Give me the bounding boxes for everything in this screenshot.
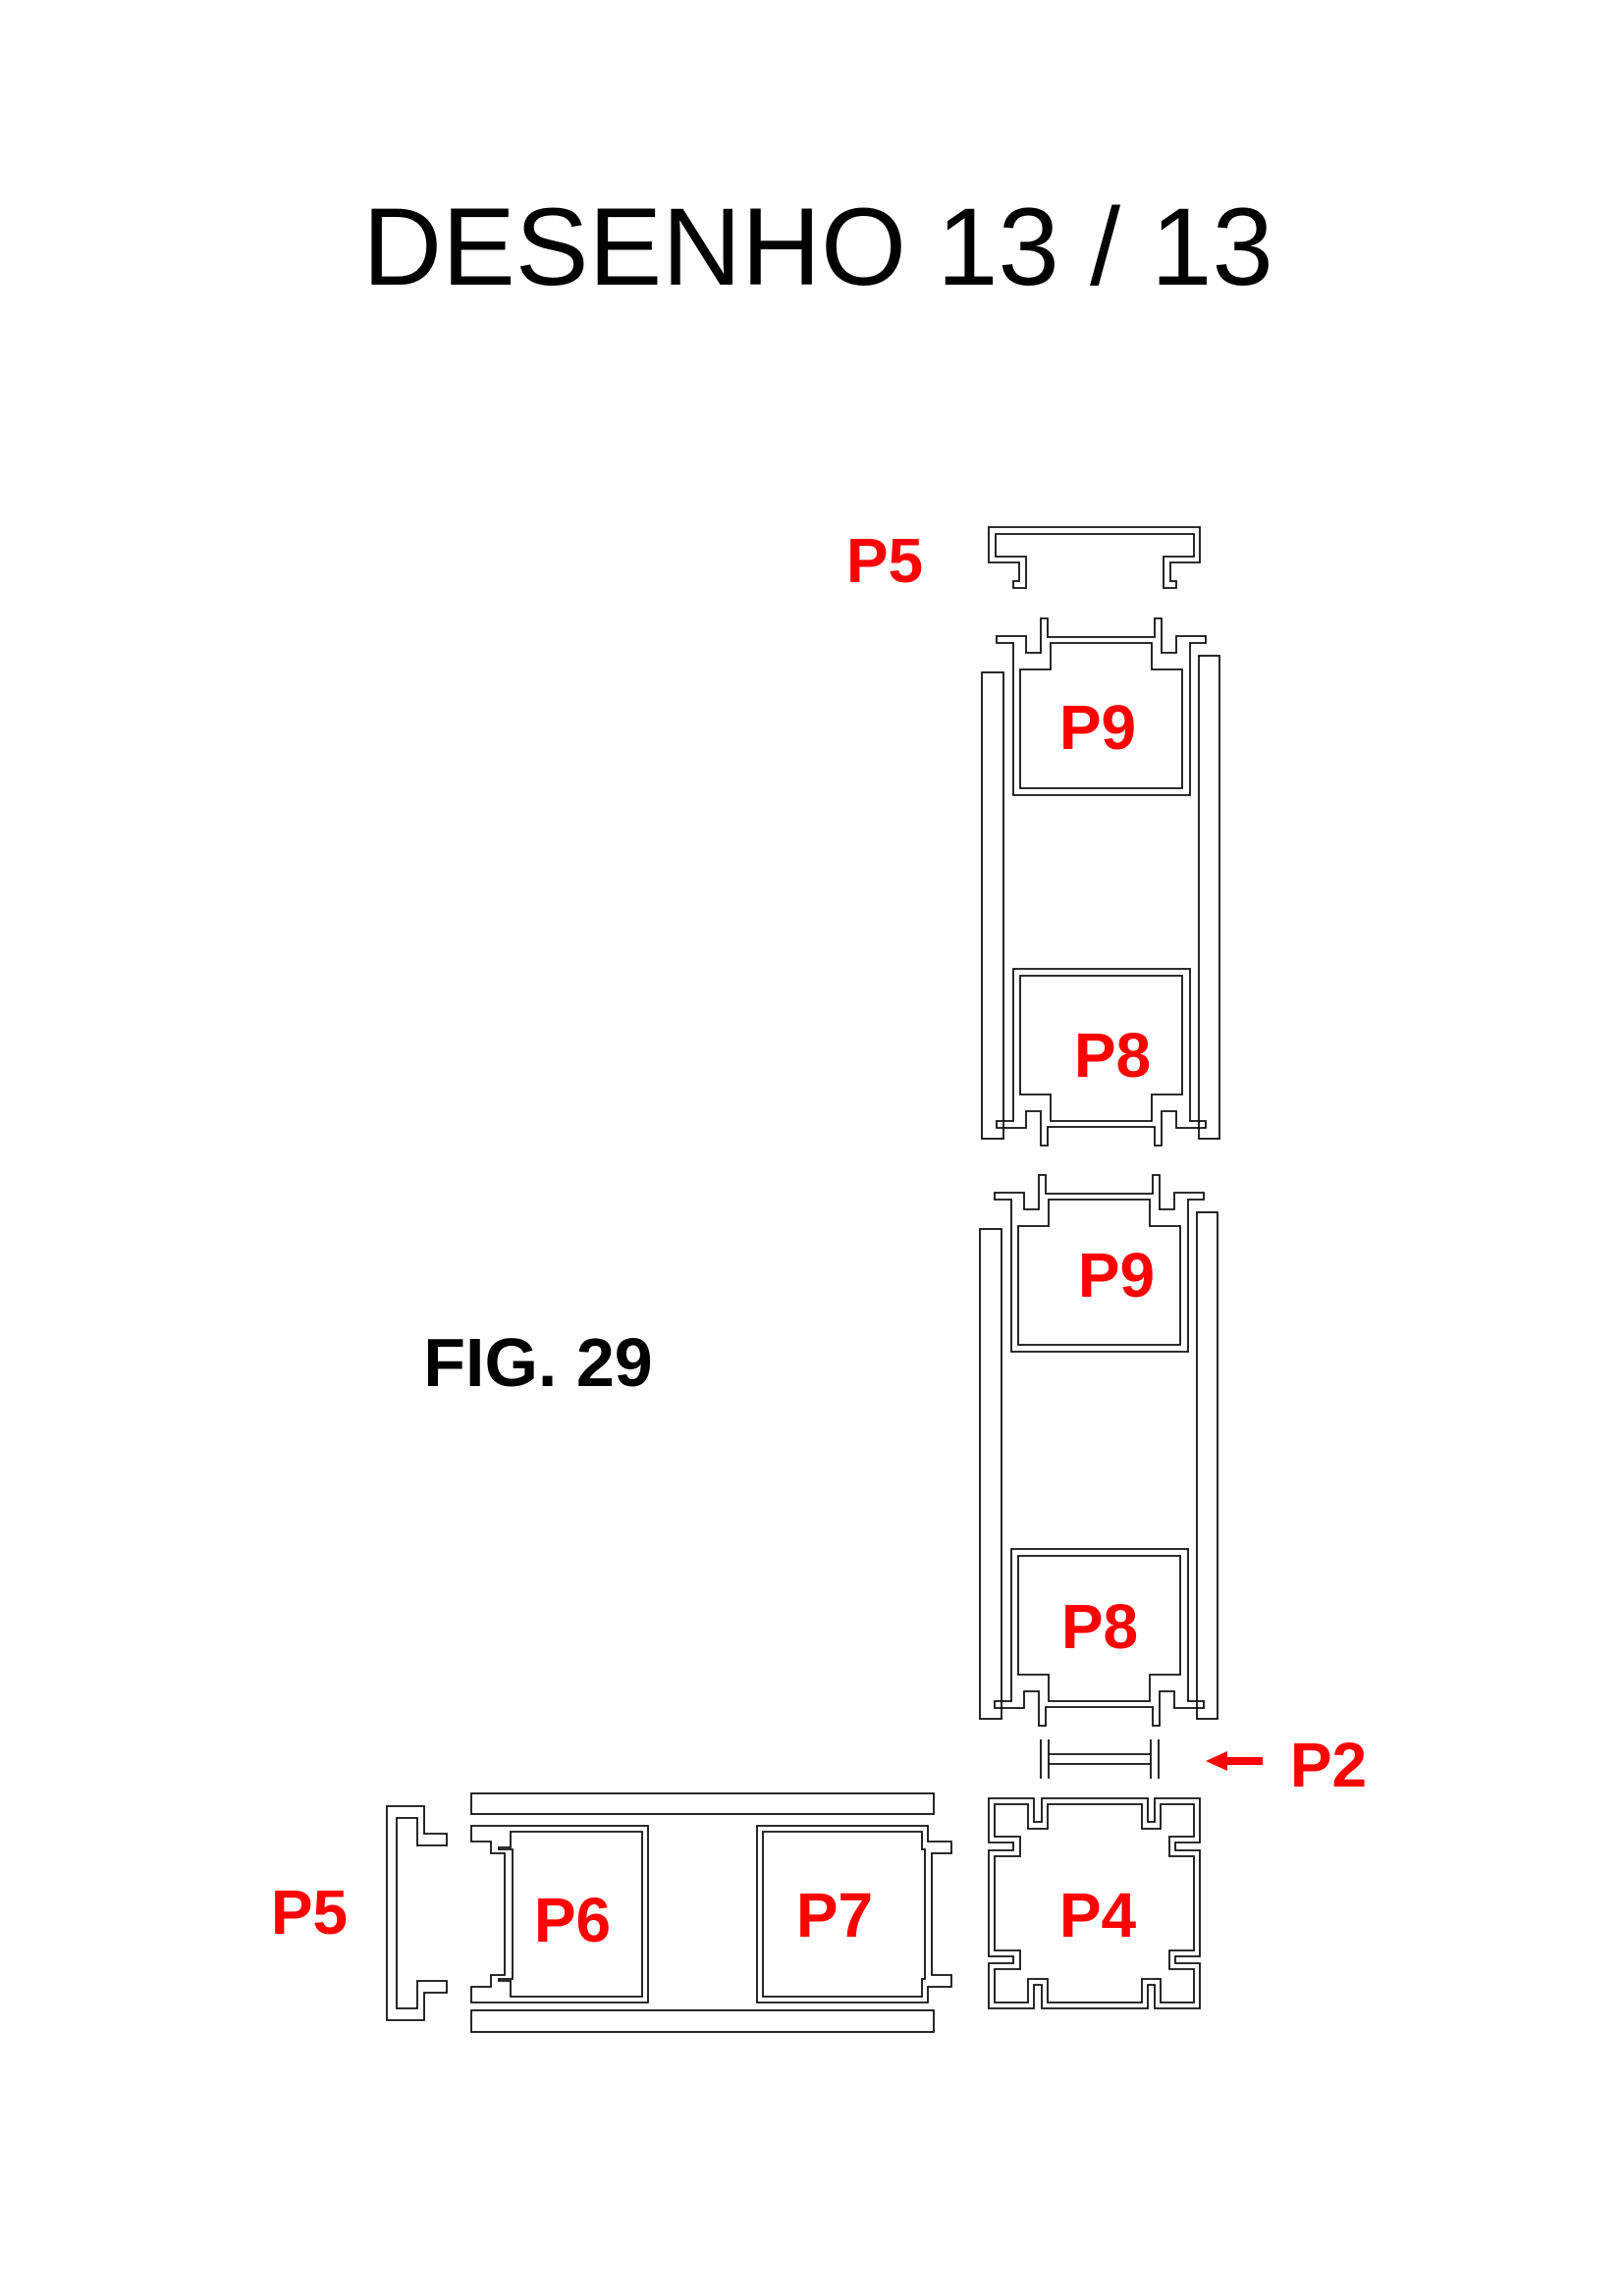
profile-p2 xyxy=(1040,1739,1160,1779)
profile-p5-top xyxy=(988,526,1201,589)
profile-p5-bottom xyxy=(386,1805,448,2021)
sash-module-2 xyxy=(979,1174,1218,1727)
sash-module-1 xyxy=(981,617,1220,1147)
profile-p4 xyxy=(988,1797,1201,2009)
arrow-left-icon xyxy=(1206,1751,1263,1771)
profile-p8 xyxy=(994,1548,1205,1727)
label-p9-upper: P9 xyxy=(1059,692,1136,763)
bottom-glass-plate xyxy=(470,2009,935,2033)
label-p6: P6 xyxy=(534,1885,611,1955)
label-p5-top: P5 xyxy=(846,525,923,596)
left-glass-plate xyxy=(979,1228,1002,1720)
label-p7: P7 xyxy=(796,1880,873,1950)
left-glass-plate xyxy=(981,671,1004,1140)
label-p8-upper: P8 xyxy=(1074,1020,1151,1091)
figure-label: FIG. 29 xyxy=(423,1324,652,1401)
label-p4: P4 xyxy=(1059,1880,1137,1950)
profile-p9 xyxy=(996,617,1207,796)
right-glass-plate xyxy=(1198,655,1220,1140)
profile-p9 xyxy=(994,1174,1205,1353)
label-p8-lower: P8 xyxy=(1061,1591,1138,1662)
profile-p8 xyxy=(996,968,1207,1147)
profile-p6 xyxy=(470,1825,649,2003)
sheet-title: DESENHO 13 / 13 xyxy=(362,186,1273,308)
right-glass-plate xyxy=(1196,1211,1218,1720)
profile-p7 xyxy=(756,1825,952,2003)
label-p5-bottom: P5 xyxy=(271,1877,348,1948)
label-p9-lower: P9 xyxy=(1078,1240,1155,1310)
label-p2: P2 xyxy=(1290,1730,1367,1800)
top-glass-plate xyxy=(470,1792,935,1815)
